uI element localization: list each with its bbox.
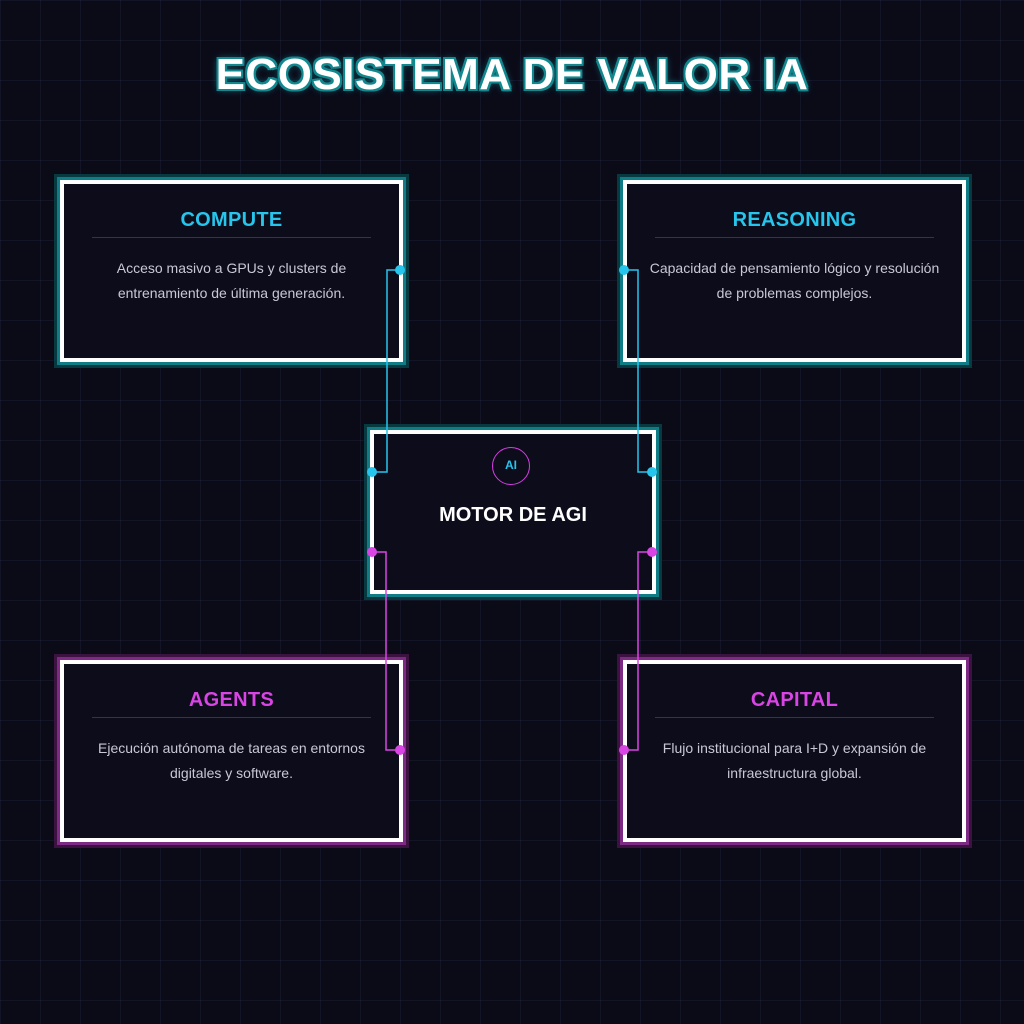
node-compute-divider (92, 237, 371, 238)
node-agents: AGENTS Ejecución autónoma de tareas en e… (60, 660, 403, 842)
node-agents-divider (92, 717, 371, 718)
diagram-title: ECOSISTEMA DE VALOR IA (215, 50, 809, 99)
node-capital-title: CAPITAL (750, 689, 839, 711)
node-capital-description: Flujo institucional para I+D y expansión… (662, 740, 927, 781)
center-node-title: MOTOR DE AGI (439, 504, 587, 526)
node-compute-title: COMPUTE (180, 209, 283, 231)
ai-badge-icon: AI (492, 447, 530, 485)
node-compute-description: Acceso masivo a GPUs y clusters de entre… (116, 260, 347, 301)
node-reasoning-description: Capacidad de pensamiento lógico y resolu… (649, 260, 940, 301)
node-capital-divider (655, 717, 934, 718)
center-node-agi-engine: AI MOTOR DE AGI (370, 430, 656, 594)
node-capital: CAPITAL Flujo institucional para I+D y e… (623, 660, 966, 842)
node-compute: COMPUTE Acceso masivo a GPUs y clusters … (60, 180, 403, 362)
node-reasoning-title: REASONING (732, 209, 857, 231)
node-reasoning: REASONING Capacidad de pensamiento lógic… (623, 180, 966, 362)
node-agents-title: AGENTS (188, 689, 275, 711)
node-reasoning-divider (655, 237, 934, 238)
node-agents-description: Ejecución autónoma de tareas en entornos… (98, 740, 365, 781)
